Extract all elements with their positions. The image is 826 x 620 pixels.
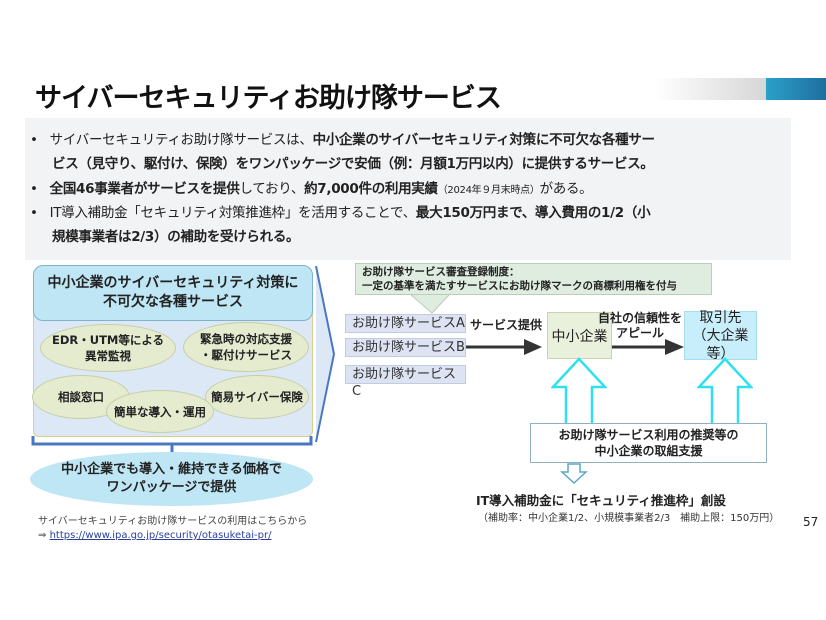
partner-box: 取引先（大企業等）	[684, 309, 757, 362]
service-a-box: お助け隊サービスA	[345, 314, 466, 333]
text: 自社の信頼性を	[597, 311, 682, 325]
bullet-2: • 全国46事業者がサービスを提供しており、約7,000件の利用実績（2024年…	[30, 181, 593, 197]
text: 異常監視	[84, 349, 131, 363]
text: 取引先	[699, 309, 742, 326]
services-panel-header: 中小企業のサイバーセキュリティ対策に不可欠な各種サービス	[33, 265, 313, 321]
provide-label: サービス提供	[470, 318, 543, 332]
bullet-1-line2: ビス（見守り、駆付け、保険）をワンパッケージで安価（例：月額1万円以内）に提供す…	[52, 156, 654, 172]
bracket-icon	[31, 436, 313, 452]
summary-box	[25, 118, 791, 260]
text: お助け隊サービス利用の推奨等の	[558, 428, 739, 442]
service-b-box: お助け隊サービスB	[345, 338, 466, 357]
registration-callout: お助け隊サービス審査登録制度： 一定の基準を満たすサービスにお助け隊マークの商標利…	[355, 263, 712, 295]
up-arrow-icon	[551, 357, 607, 424]
text: ・駆付けサービス	[200, 348, 292, 362]
service-insurance: 簡易サイバー保険	[205, 375, 309, 419]
decorative-blue-block	[766, 78, 826, 100]
chevron-arrow-icon	[315, 266, 336, 442]
text: 約7,000件の利用実績	[304, 181, 438, 197]
arrow-right-icon	[612, 339, 684, 355]
text: お助け隊サービス審査登録制度：	[362, 266, 520, 278]
usage-link-note: サイバーセキュリティお助け隊サービスの利用はこちらから ⇒ https://www…	[38, 515, 307, 543]
page-title: サイバーセキュリティお助け隊サービス	[35, 83, 502, 114]
text: がある。	[539, 181, 593, 197]
text: 緊急時の対応支援	[200, 332, 292, 346]
service-emergency: 緊急時の対応支援・駆付けサービス	[183, 322, 309, 372]
text: 簡易サイバー保険	[211, 390, 303, 404]
text: ワンパッケージで提供	[106, 480, 237, 495]
text: 最大150万円まで、導入費用の1/2（小	[415, 205, 651, 221]
bullet-3: • IT導入補助金「セキュリティ対策推進枠」を活用することで、最大150万円まで…	[30, 205, 651, 221]
text: アピール	[615, 326, 664, 340]
text: しており、	[239, 181, 305, 197]
service-edr: EDR・UTM等による異常監視	[40, 324, 176, 372]
text: （大企業等）	[692, 327, 749, 362]
bullet-1: • サイバーセキュリティお助け隊サービスは、中小企業のサイバーセキュリティ対策に…	[30, 132, 655, 148]
decorative-gradient-bar	[655, 78, 767, 100]
package-oval: 中小企業でも導入・維持できる価格でワンパッケージで提供	[30, 452, 313, 506]
text: サイバーセキュリティお助け隊サービスの利用はこちらから	[38, 516, 308, 527]
support-box: お助け隊サービス利用の推奨等の中小企業の取組支援	[530, 423, 767, 463]
text: 相談窓口	[58, 390, 104, 404]
it-subsidy-detail: （補助率：中小企業1/2、小規模事業者2/3 補助上限：150万円）	[478, 513, 780, 524]
text: 全国46事業者がサービスを提供	[49, 181, 240, 197]
callout-tail	[410, 293, 451, 314]
text: 中小企業のサイバーセキュリティ対策に	[47, 275, 299, 291]
appeal-label: 自社の信頼性をアピール	[596, 311, 684, 341]
arrow-icon: ⇒	[38, 530, 47, 541]
text: EDR・UTM等による	[51, 333, 165, 347]
up-arrow-icon	[697, 357, 753, 424]
text: 簡単な導入・運用	[114, 404, 206, 419]
text: 不可欠な各種サービス	[102, 294, 243, 310]
arrow-right-icon	[466, 339, 542, 355]
sme-box: 中小企業	[547, 312, 612, 359]
service-easy-setup: 簡単な導入・運用	[106, 390, 214, 433]
page-number: 57	[803, 515, 819, 529]
text: 中小企業でも導入・維持できる価格で	[61, 462, 282, 477]
bullet-3-line2: 規模事業者は2/3）の補助を受けられる。	[52, 229, 300, 245]
text: 一定の基準を満たすサービスにお助け隊マークの商標利用権を付与	[362, 280, 677, 292]
text: 中小企業の取組支援	[594, 444, 703, 458]
text: IT導入補助金「セキュリティ対策推進枠」を活用することで、	[49, 205, 417, 221]
it-subsidy-title: IT導入補助金に「セキュリティ推進枠」創設	[476, 493, 726, 508]
down-arrow-icon	[560, 463, 588, 485]
text: （2024年９月末時点）	[437, 185, 540, 196]
ipa-link[interactable]: https://www.ipa.go.jp/security/otasuketa…	[49, 530, 272, 541]
text: サイバーセキュリティお助け隊サービスは、	[49, 132, 313, 148]
service-c-box: お助け隊サービスC	[345, 365, 466, 399]
text: 中小企業のサイバーセキュリティ対策に不可欠な各種サー	[312, 132, 655, 148]
